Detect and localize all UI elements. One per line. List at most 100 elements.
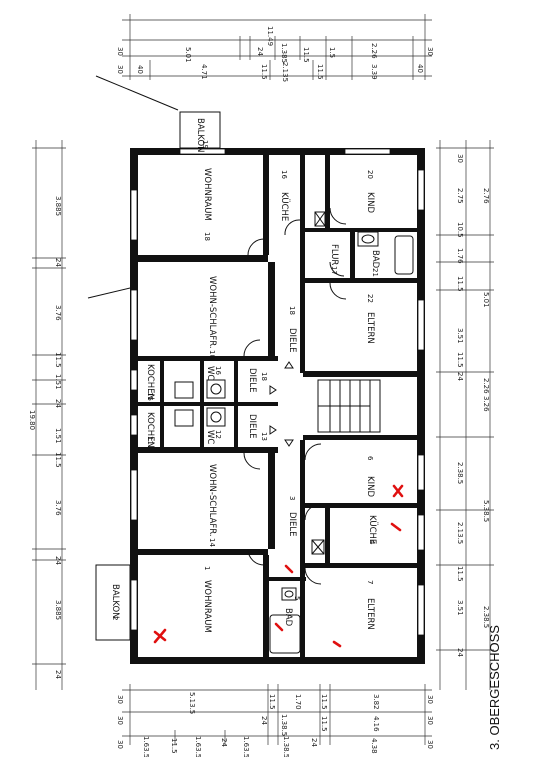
- dim-bottom-c-9: 30: [426, 740, 434, 749]
- room-label-kind-top: KIND: [365, 192, 375, 213]
- dim-left-8: 3.76: [54, 500, 62, 516]
- dim-right-b-4: 5.38.5: [482, 500, 490, 522]
- room-number-diele-small-bot: 13: [260, 432, 268, 441]
- room-label-wohnraum-bot: WOHNRAUM: [202, 580, 212, 633]
- dim-top-b-0: 30: [116, 65, 124, 74]
- windows: [130, 148, 425, 636]
- dim-bottom-a-1: 5.13.5: [188, 692, 196, 714]
- room-label-flur: FLUR: [329, 244, 339, 265]
- dim-bottom-a-6: 30: [426, 695, 434, 704]
- room-number-bad-top: 21: [371, 268, 379, 277]
- room-number-eltern-bot: 7: [366, 580, 374, 584]
- room-number-kochen-top: 15: [146, 392, 154, 401]
- dim-top-b-5: 11.5: [316, 64, 324, 80]
- room-number-wohnraum-bot: 1: [203, 566, 211, 570]
- dim-right-a-5: 3.51: [456, 328, 464, 344]
- dim-right-a-4: 11.5: [456, 276, 464, 292]
- room-number-balkon-bot: 2: [111, 616, 119, 620]
- dim-bottom-c-7: 24: [310, 738, 318, 747]
- room-number-balkon-top: 19: [201, 140, 209, 149]
- dim-right-a-10: 11.5: [456, 566, 464, 582]
- dim-right-a-2: 10.5: [456, 222, 464, 238]
- room-label-kochen-top: KOCHEN: [145, 364, 155, 400]
- room-label-diele-top: DIELE: [287, 328, 297, 353]
- room-label-balkon-top: BALKON: [195, 118, 205, 153]
- dim-top-b-6: 3.39: [370, 64, 378, 80]
- dim-bottom-c-8: 4.38: [370, 738, 378, 754]
- dim-bottom-c-5: 1.63.5: [242, 736, 250, 757]
- dim-top-a-0: 30: [116, 47, 124, 56]
- dim-top-b-4: 2.135: [281, 62, 289, 82]
- dim-bottom-c-2: 11.5: [170, 738, 178, 754]
- dim-right-a-8: 2.38.5: [456, 462, 464, 484]
- dim-bottom-b-0: 30: [116, 716, 124, 725]
- dim-top-a-5: 1.5: [328, 47, 336, 58]
- room-number-diele-small-top: 18: [260, 372, 268, 381]
- dim-left-4: 1.51: [54, 374, 62, 390]
- dim-top-a-6: 2.26: [370, 43, 378, 59]
- room-label-kochen-bot: KOCHEN: [145, 412, 155, 448]
- dim-bottom-c-3: 1.63.5: [194, 736, 202, 757]
- dim-top-a-1: 5.01: [184, 47, 192, 63]
- dim-bottom-a-4: 11.5: [320, 694, 328, 710]
- room-label-kueche-top: KÜCHE: [279, 192, 290, 221]
- dim-top-b-1: 40: [136, 65, 144, 74]
- room-number-kochen-bot: 11: [146, 436, 154, 445]
- dim-right-b-0: 2.76: [482, 188, 490, 204]
- dim-left-0: 3.885: [54, 196, 62, 216]
- dim-bottom-c-4: 24: [220, 738, 228, 747]
- dim-top-b-7: 40: [416, 64, 424, 73]
- dim-total-height: 19.80: [28, 410, 36, 430]
- dim-bottom-c-0: 30: [116, 740, 124, 749]
- dim-right-a-6: 11.5: [456, 352, 464, 368]
- dim-left-11: 24: [54, 670, 62, 679]
- room-label-wc-top: WC: [205, 366, 215, 380]
- dim-left-1: 24: [54, 258, 62, 267]
- room-labels: BALKON 19 WOHNRAUM 18 KÜCHE 16 KIND 20 F…: [110, 118, 380, 633]
- dim-top-overall: 11.49: [266, 26, 274, 46]
- room-label-eltern-bot: ELTERN: [365, 598, 375, 630]
- dim-bottom-b-1: 24: [260, 716, 268, 725]
- walls: [130, 148, 425, 664]
- dim-bottom-c-6: 1.38.5: [282, 736, 290, 757]
- room-number-bad-bot: 5: [293, 596, 301, 600]
- dim-left-2: 3.76: [54, 305, 62, 321]
- room-number-wohnschl-bot: 14: [208, 538, 216, 547]
- dim-top-b-3: 11.5: [260, 64, 268, 80]
- room-number-kueche-top: 16: [280, 170, 288, 179]
- dim-right-a-0: 30: [456, 154, 464, 163]
- dim-right-a-3: 1.76: [456, 248, 464, 264]
- room-label-diele-small-top: DIELE: [247, 368, 257, 393]
- room-label-wohnschl-top: WOHN-SCHLAFR.: [207, 276, 217, 349]
- room-label-bad-top: BAD: [370, 250, 380, 269]
- room-number-flur: 17: [330, 266, 338, 275]
- dim-right-a-12: 24: [456, 648, 464, 657]
- room-number-wc-top: 16: [214, 366, 222, 375]
- room-label-bad-bot: BAD: [283, 608, 293, 627]
- room-number-kind-bot: 6: [366, 456, 374, 461]
- dim-right-a-9: 2.13.5: [456, 522, 464, 544]
- dim-left-6: 1.51: [54, 428, 62, 444]
- dim-bottom-a-0: 30: [116, 695, 124, 704]
- bottom-dimension-chains: 30 5.13.5 11.5 1.70 11.5 3.82 30 30 24 1…: [116, 684, 434, 757]
- room-number-kueche-bot: 4: [368, 540, 376, 545]
- floor-caption: 3. OBERGESCHOSS: [489, 625, 502, 750]
- dim-bottom-c-1: 1.63.5: [142, 736, 150, 757]
- room-label-diele-bot: DIELE: [287, 512, 297, 537]
- dim-top-b-2: 4.71: [200, 64, 208, 80]
- top-dimension-chains: 11.49 30 5.01 24 1.385 11.5 1.5 2.26 30 …: [116, 14, 434, 82]
- dim-bottom-b-5: 30: [426, 716, 434, 725]
- dim-right-b-1: 5.01: [482, 292, 490, 308]
- floor-caption-text: 3. OBERGESCHOSS: [489, 625, 502, 750]
- dim-left-10: 3.885: [54, 600, 62, 620]
- room-label-kind-bot: KIND: [365, 476, 375, 497]
- dim-bottom-a-5: 3.82: [372, 694, 380, 710]
- room-number-wohnraum-top: 18: [203, 232, 211, 241]
- dim-bottom-a-3: 1.70: [294, 694, 302, 710]
- room-label-wohnraum-top: WOHNRAUM: [202, 168, 212, 221]
- room-label-balkon-bot: BALKON: [110, 584, 120, 619]
- left-dimension-chains: 19.80 3.885 24 3.76 11.5 1.51 24 1.51 11…: [28, 140, 66, 690]
- room-number-diele-top: 18: [288, 306, 296, 315]
- hall-arrows: [269, 361, 294, 447]
